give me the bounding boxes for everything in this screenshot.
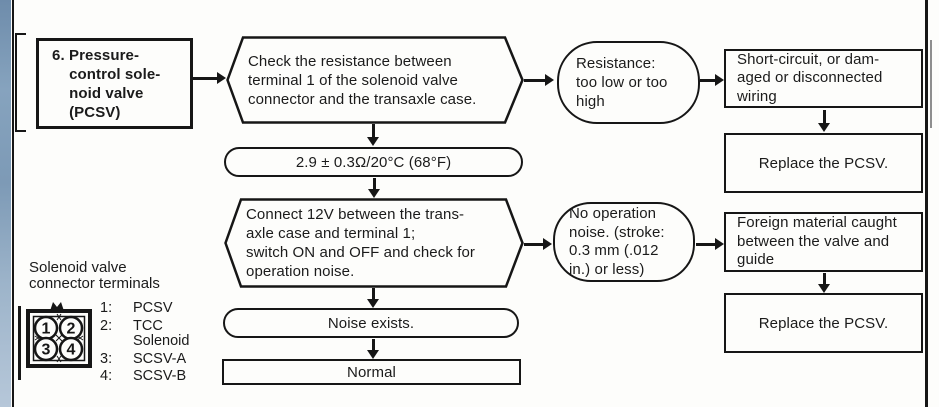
terminal-2-number: 2 <box>67 321 76 338</box>
check2-text: Connect 12V between the trans- axle case… <box>246 206 476 280</box>
check1-text: Check the resistance between terminal 1 … <box>248 52 477 108</box>
result1-text: Resistance: too low or too high <box>576 55 668 110</box>
legend-4-num: 4: <box>100 368 113 384</box>
ok-text: Noise exists. <box>327 314 415 332</box>
connector-caption: Solenoid valve connector terminals <box>29 259 160 292</box>
step-label-text: 6. Pressure- control sole- noid valve (P… <box>52 46 161 121</box>
connector-tab <box>50 302 64 311</box>
action2-text: Replace the PCSV. <box>758 314 889 332</box>
terminal-4-number: 4 <box>67 342 76 359</box>
arrow-check1-to-spec <box>372 124 375 137</box>
check1-hexagon <box>226 36 524 124</box>
action2-box: Replace the PCSV. <box>724 293 923 353</box>
cause2-text: Foreign material caught between the valv… <box>737 214 897 269</box>
terminal-1-number: 1 <box>42 321 51 338</box>
arrow-cause1-to-action1 <box>823 110 826 123</box>
check2-hexagon-shape <box>224 198 524 288</box>
connector-terminals: 1 2 3 4 <box>33 315 84 362</box>
result2-oval: No operation noise. (stroke: 0.3 mm (.01… <box>553 202 695 282</box>
final-node: Normal <box>222 359 521 385</box>
connector-bracket-line <box>18 306 21 380</box>
legend-2-name: TCC Solenoid <box>133 317 190 349</box>
result1-oval: Resistance: too low or too high <box>557 41 700 124</box>
spec-text: 2.9 ± 0.3Ω/20°C (68°F) <box>295 153 452 171</box>
legend-1-name: PCSV <box>133 300 173 316</box>
arrow-check2-to-result2 <box>524 243 543 246</box>
cause2-box: Foreign material caught between the valv… <box>724 212 923 272</box>
page-edge-left-line <box>12 0 14 407</box>
ok-node: Noise exists. <box>223 308 519 338</box>
scan-artifact-line <box>929 40 932 128</box>
arrow-ok-to-final <box>372 339 375 350</box>
final-text: Normal <box>347 363 396 381</box>
arrow-cause2-to-action2 <box>823 273 826 284</box>
step-label-box: 6. Pressure- control sole- noid valve (P… <box>36 38 193 129</box>
connector-legend: 1: PCSV 2: TCC Solenoid 3: SCSV-A 4: SCS… <box>100 300 190 385</box>
result2-text: No operation noise. (stroke: 0.3 mm (.01… <box>569 205 665 278</box>
check2-hexagon <box>224 198 524 288</box>
arrow-check2-to-ok <box>372 288 375 299</box>
cause1-box: Short-circuit, or dam- aged or disconnec… <box>724 49 923 108</box>
page-edge-right-line <box>925 0 928 407</box>
arrow-result1-to-cause1 <box>700 79 715 82</box>
arrow-result2-to-cause2 <box>696 243 715 246</box>
legend-3-num: 3: <box>100 350 113 367</box>
legend-4-name: SCSV-B <box>133 368 187 384</box>
arrow-check1-to-result1 <box>524 79 545 82</box>
legend-1-num: 1: <box>100 300 113 316</box>
action1-box: Replace the PCSV. <box>724 133 923 193</box>
arrow-spec-to-check2 <box>373 178 376 189</box>
connector-diagram-icon: 1 2 3 4 <box>26 302 92 368</box>
legend-3-name: SCSV-A <box>133 350 187 367</box>
spec-node: 2.9 ± 0.3Ω/20°C (68°F) <box>224 147 523 177</box>
window-edge-strip <box>0 0 11 407</box>
terminal-3-number: 3 <box>42 342 51 359</box>
arrow-step-to-check1 <box>193 77 217 80</box>
legend-2-num: 2: <box>100 317 113 334</box>
action1-text: Replace the PCSV. <box>758 154 889 172</box>
row-bracket <box>15 33 26 132</box>
cause1-text: Short-circuit, or dam- aged or disconnec… <box>737 50 883 105</box>
check1-hexagon-shape <box>226 36 524 124</box>
